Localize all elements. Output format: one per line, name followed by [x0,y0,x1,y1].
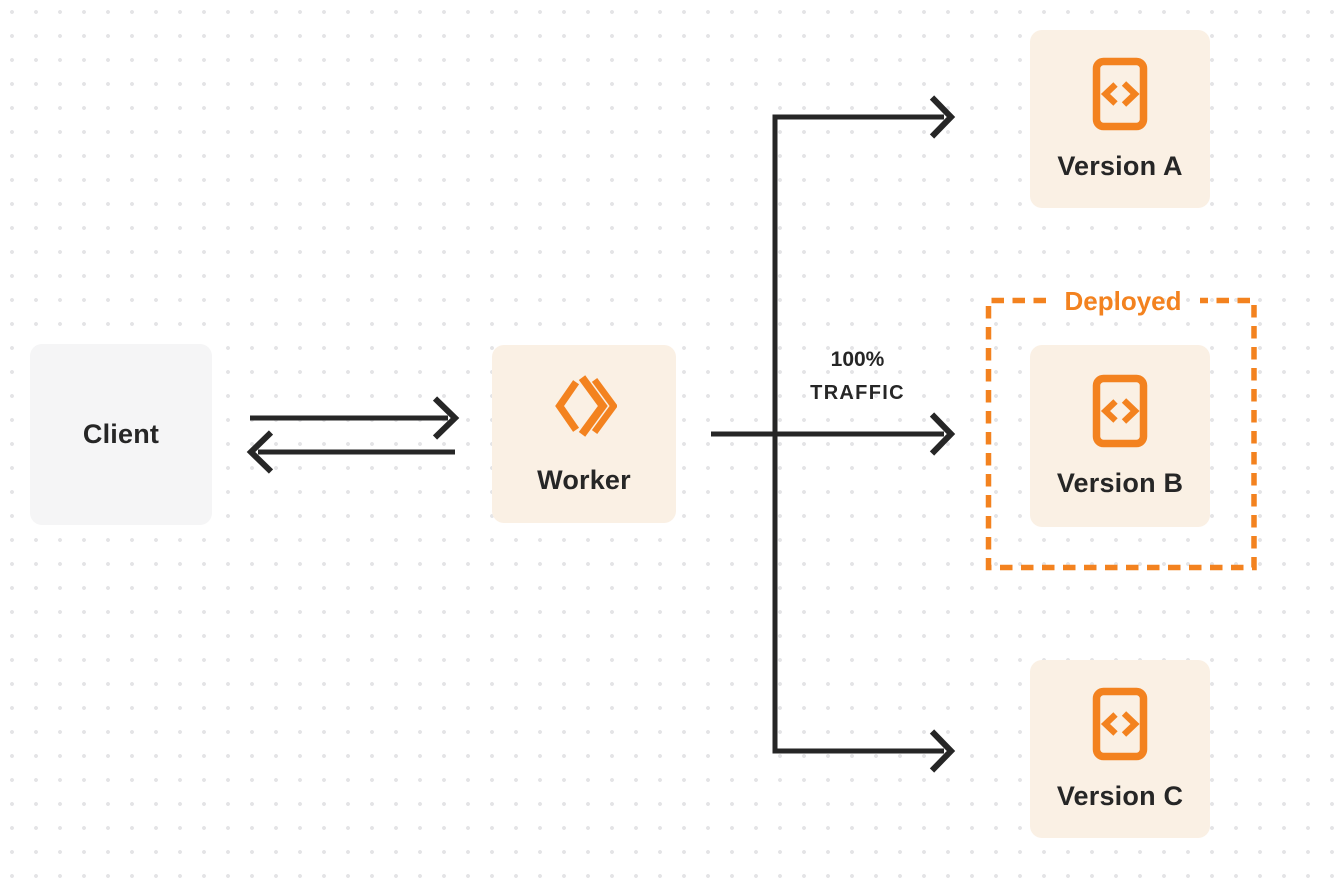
worker-label: Worker [537,464,631,495]
traffic-annotation: 100% TRAFFIC [770,348,945,404]
node-version-a: Version A [1030,30,1210,208]
code-file-icon [1092,687,1148,760]
arrow-worker-to-client [246,430,455,474]
traffic-percent-text: 100% [830,348,885,371]
version-c-label: Version C [1056,780,1184,811]
traffic-word-text: TRAFFIC [810,382,905,404]
version-a-label: Version A [1057,150,1183,181]
deployed-label: Deployed [1064,286,1182,316]
arrow-to-version-c [772,729,956,773]
arrow-to-version-a [772,95,956,139]
arrow-worker-to-version-b [711,412,956,456]
node-worker: Worker [492,345,676,523]
arrow-client-to-worker [250,396,460,440]
client-label: Client [82,419,160,449]
version-b-label: Version B [1056,467,1184,498]
node-client: Client [30,344,212,525]
code-file-icon [1092,374,1148,447]
code-file-icon [1092,57,1148,130]
node-version-c: Version C [1030,660,1210,838]
node-version-b: Version B [1030,345,1210,527]
workers-logo-icon [555,374,617,437]
